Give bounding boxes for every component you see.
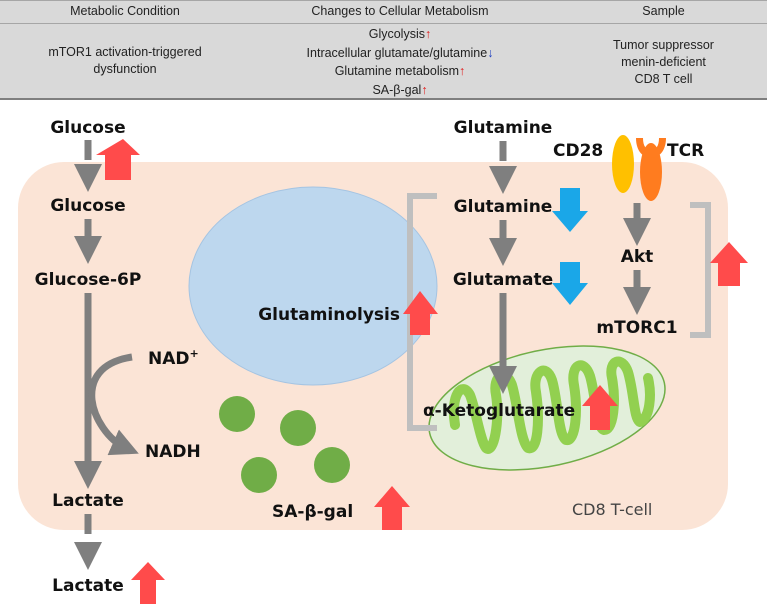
sa-beta-gal-granule: [280, 410, 316, 446]
glutamate-down-arrow-icon: [552, 262, 588, 305]
mitochondrion: [428, 345, 666, 471]
akt-label: Akt: [621, 247, 654, 267]
condition-cell: mTOR1 activation-triggered dysfunction: [0, 44, 250, 78]
sample-line: CD8 T cell: [634, 72, 693, 86]
glutamine-outside-label: Glutamine: [454, 118, 553, 138]
cd28-receptor-icon: [612, 135, 634, 193]
mtorc1-up-arrow-icon: [710, 242, 748, 286]
glutamate-label: Glutamate: [453, 270, 553, 290]
sa-beta-gal-up-arrow-icon: [374, 486, 410, 530]
sa-beta-gal-granule: [241, 457, 277, 493]
table-header-row: Metabolic Condition Changes to Cellular …: [0, 1, 767, 24]
glutamine-inside-label: Glutamine: [454, 197, 553, 217]
sample-cell: Tumor suppressor menin-deficient CD8 T c…: [560, 37, 767, 88]
condition-line: dysfunction: [93, 62, 157, 76]
change-item-glycolysis: Glycolysis↑: [368, 27, 432, 41]
alpha-ketoglutarate-label: α-Ketoglutarate: [423, 401, 575, 421]
sa-beta-gal-granule: [314, 447, 350, 483]
glucose-up-arrow-icon: [96, 139, 140, 180]
tcr-label: TCR: [667, 141, 704, 161]
nad-to-nadh-arrow: [88, 353, 139, 456]
cd28-label: CD28: [553, 141, 603, 161]
cristae: [448, 356, 655, 454]
header-metabolic-condition: Metabolic Condition: [70, 4, 180, 18]
change-item-glutamine-level: Intracellular glutamate/glutamine↓: [306, 45, 494, 60]
glutaminolysis-label: Glutaminolysis: [258, 305, 400, 325]
up-arrow-icon: ↑: [421, 82, 428, 97]
lactate-up-arrow-icon: [131, 562, 165, 604]
header-changes: Changes to Cellular Metabolism: [311, 4, 489, 18]
alpha-kg-up-arrow-icon: [582, 385, 618, 430]
cell-type-label: CD8 T-cell: [572, 500, 652, 519]
sample-line: menin-deficient: [621, 55, 706, 69]
condition-line: mTOR1 activation-triggered: [48, 45, 202, 59]
tcr-receptor-icon: [636, 138, 666, 201]
down-arrow-icon: ↓: [487, 45, 494, 60]
up-arrow-icon: ↑: [459, 64, 466, 78]
nadh-label: NADH: [145, 442, 201, 462]
change-item-sa-beta-gal: SA-β-gal↑: [372, 82, 428, 97]
summary-table: Metabolic Condition Changes to Cellular …: [0, 0, 767, 100]
change-item-glutamine-metabolism: Glutamine metabolism↑: [334, 64, 466, 78]
signaling-bracket: [690, 202, 711, 338]
glucose-outside-label: Glucose: [50, 118, 125, 138]
sa-beta-gal-label: SA-β-gal: [272, 502, 353, 522]
sa-beta-gal-granule: [219, 396, 255, 432]
nucleus: [188, 186, 438, 386]
sample-line: Tumor suppressor: [613, 38, 714, 52]
changes-cell: Glycolysis↑ Intracellular glutamate/glut…: [250, 25, 550, 99]
glutamine-down-arrow-icon: [552, 188, 588, 232]
up-arrow-icon: ↑: [425, 27, 432, 41]
glutaminolysis-up-arrow-icon: [403, 291, 438, 335]
mtorc1-label: mTORC1: [596, 318, 677, 338]
lactate-inside-label: Lactate: [52, 491, 124, 511]
glucose-inside-label: Glucose: [50, 196, 125, 216]
nad-plus-label: NAD+: [148, 347, 199, 369]
glucose-6p-label: Glucose-6P: [35, 270, 142, 290]
metabolism-diagram: Glucose Glucose Glucose-6P NAD+ NADH Lac…: [18, 118, 748, 604]
header-sample: Sample: [642, 4, 685, 18]
lactate-outside-label: Lactate: [52, 576, 124, 596]
